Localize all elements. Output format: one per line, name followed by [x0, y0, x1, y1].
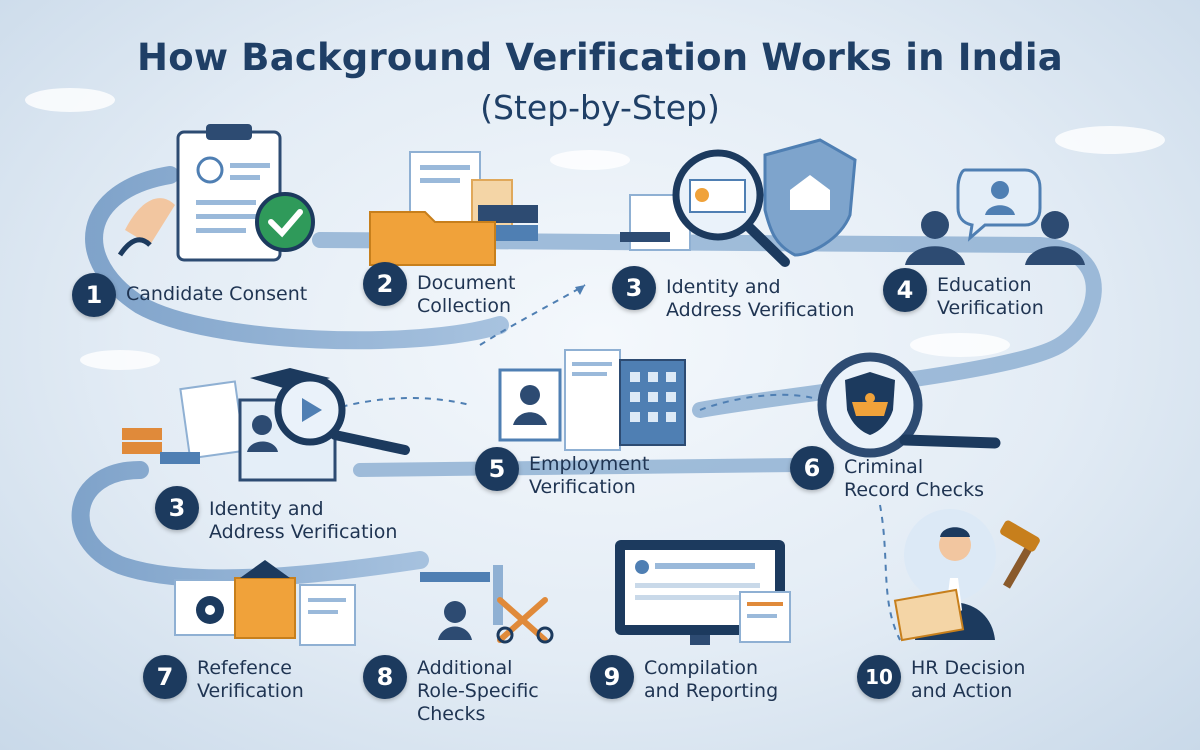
step-label: Criminal Record Checks: [844, 456, 985, 501]
education-people-icon: [905, 168, 1085, 265]
dashed-connectors: [329, 284, 901, 641]
step-number-badge: 9: [590, 655, 634, 699]
step-label: HR Decision and Action: [911, 657, 1026, 702]
step-number-badge: 10: [857, 655, 901, 699]
step-identity-address-verification-top: 3 Identity and Address Verification: [612, 266, 854, 322]
certificate-magnifier-icon: [122, 368, 410, 482]
magnifier-id-shield-icon: [620, 138, 857, 267]
step-label: Additional Role-Specific Checks: [417, 657, 539, 725]
hr-manager-gavel-icon: [893, 509, 1040, 642]
step-label: Identity and Address Verification: [209, 498, 398, 543]
step-number-badge: 5: [475, 447, 519, 491]
step-number-badge: 8: [363, 655, 407, 699]
step-label: Identity and Address Verification: [666, 276, 855, 321]
police-badge-magnifier-icon: [817, 352, 1001, 458]
step-number-badge: 7: [143, 655, 187, 699]
connector-arrowhead: [575, 285, 585, 295]
step-label: Refefence Verification: [197, 657, 304, 702]
step-candidate-consent: 1 Candidate Consent: [72, 273, 307, 317]
step-employment-verification: 5 Employment Verification: [475, 447, 649, 499]
page-subtitle: (Step-by-Step): [480, 88, 720, 127]
employee-building-icon: [498, 349, 686, 451]
step-additional-role-specific-checks: 8 Additional Role-Specific Checks: [363, 655, 539, 726]
cloud-decoration: [25, 88, 1165, 571]
step-number-badge: 4: [883, 268, 927, 312]
step-label: Employment Verification: [529, 453, 650, 498]
step-label: Compilation and Reporting: [644, 657, 779, 702]
page-title: How Background Verification Works in Ind…: [137, 36, 1063, 79]
step-number-badge: 3: [155, 486, 199, 530]
clipboard-consent-icon: [117, 124, 315, 262]
report-monitor-icon: [615, 540, 791, 645]
role-check-tools-icon: [420, 565, 554, 644]
step-reference-verification: 7 Refefence Verification: [143, 655, 304, 703]
step-compilation-and-reporting: 9 Compilation and Reporting: [590, 655, 778, 703]
step-criminal-record-checks: 6 Criminal Record Checks: [790, 446, 984, 502]
step-document-collection: 2 Document Collection: [363, 262, 515, 318]
reference-gears-icon: [174, 560, 356, 646]
step-label: Document Collection: [417, 272, 516, 317]
step-number-badge: 1: [72, 273, 116, 317]
step-label: Candidate Consent: [126, 283, 308, 305]
step-hr-decision-and-action: 10 HR Decision and Action: [857, 655, 1025, 703]
step-number-badge: 3: [612, 266, 656, 310]
step-number-badge: 2: [363, 262, 407, 306]
document-folder-icon: [369, 151, 538, 266]
step-number-badge: 6: [790, 446, 834, 490]
step-identity-address-verification-left: 3 Identity and Address Verification: [155, 486, 397, 544]
step-education-verification: 4 Education Verification: [883, 268, 1044, 320]
step-label: Education Verification: [937, 274, 1044, 319]
